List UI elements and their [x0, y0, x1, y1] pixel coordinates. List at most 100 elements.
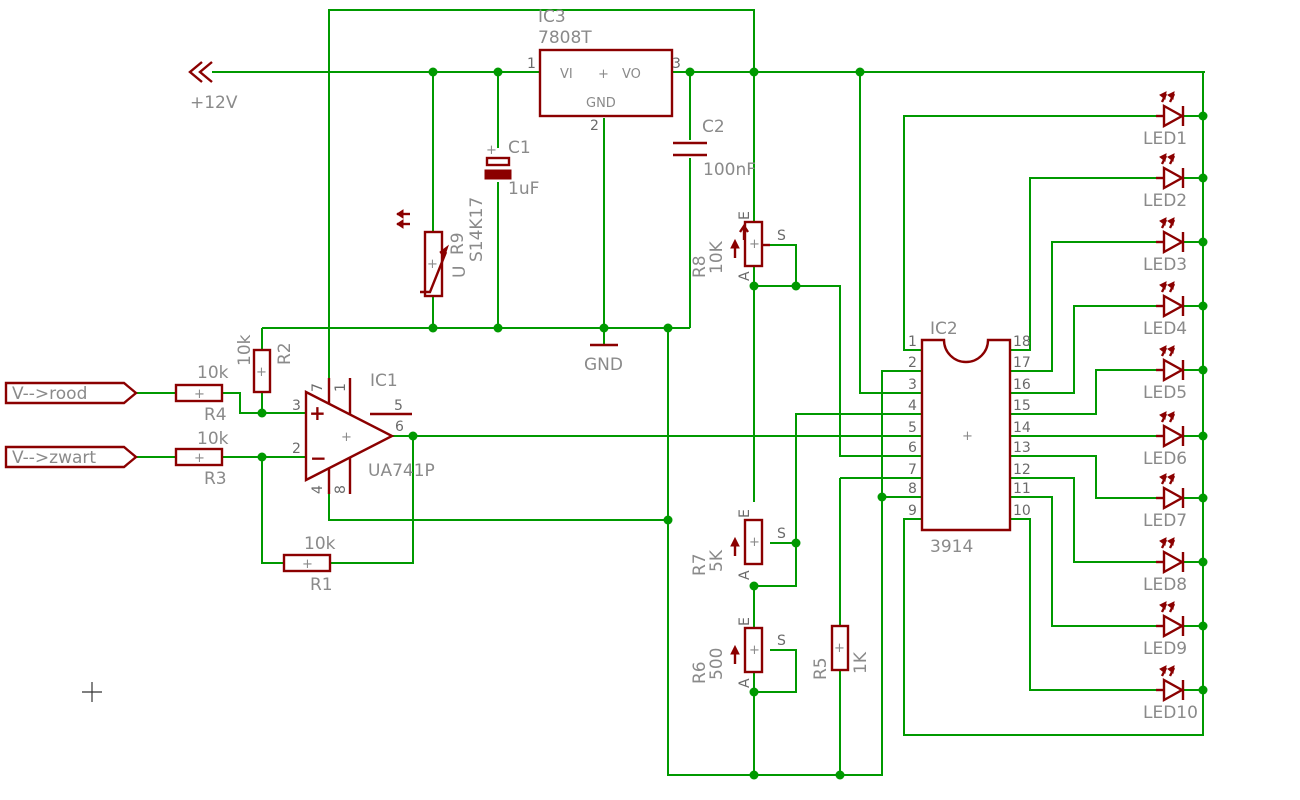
origin-cross — [82, 682, 102, 702]
svg-text:5: 5 — [394, 398, 403, 414]
r8-name: R8 — [690, 255, 710, 278]
svg-text:A: A — [737, 271, 753, 281]
svg-text:E: E — [737, 509, 753, 518]
r3-value: 10k — [197, 429, 229, 449]
r6-value: 500 — [707, 648, 727, 680]
svg-text:8: 8 — [333, 485, 349, 494]
svg-text:+: + — [194, 387, 205, 402]
r9-plus: + — [427, 257, 438, 272]
r7-trimpot: R7 5K A E S + — [690, 509, 786, 580]
r5-resistor: + R5 1K — [811, 624, 871, 680]
ic2-pin-label: 13 — [1013, 440, 1031, 456]
ic2-pin-label: 17 — [1013, 355, 1031, 371]
c2-name: C2 — [702, 117, 725, 137]
svg-text:2: 2 — [292, 441, 301, 457]
ground-symbol: GND — [584, 343, 623, 375]
led: LED10 — [1143, 665, 1198, 723]
led: LED1 — [1143, 91, 1187, 149]
led: LED3 — [1143, 217, 1187, 275]
svg-text:+: + — [749, 643, 760, 658]
input-rood-label: V-->rood — [12, 384, 87, 404]
led-label: LED8 — [1143, 575, 1187, 595]
c2-capacitor: C2 100nF — [673, 117, 756, 180]
svg-text:+: + — [749, 535, 760, 550]
led: LED5 — [1143, 345, 1187, 403]
ic2-pin-label: 1 — [908, 334, 917, 350]
svg-text:+: + — [962, 429, 973, 444]
r8-trimpot: R8 10K A E S + — [690, 211, 786, 281]
ic2-pin-label: 9 — [908, 503, 917, 519]
svg-text:3: 3 — [292, 398, 301, 414]
wires — [136, 9, 1205, 776]
ic1-value: UA741P — [368, 461, 435, 481]
led-label: LED9 — [1143, 639, 1187, 659]
r6-name: R6 — [690, 661, 710, 684]
r3-name: R3 — [204, 469, 227, 489]
ic3-name: IC3 — [538, 7, 566, 27]
input-zwart: V-->zwart — [4, 445, 138, 469]
c2-value: 100nF — [703, 160, 756, 180]
ic2-pin-label: 7 — [908, 462, 917, 478]
r1-value: 10k — [304, 534, 336, 554]
ic2-pin-label: 16 — [1013, 377, 1031, 393]
led: LED9 — [1143, 601, 1187, 659]
r7-value: 5K — [707, 549, 727, 572]
ic2-name: IC2 — [930, 319, 958, 339]
r2-resistor: + 10k R2 — [235, 334, 295, 394]
r2-name: R2 — [275, 342, 295, 365]
ic3-vo: VO — [622, 67, 641, 82]
r9-mark: U — [450, 266, 470, 278]
supply-12v: +12V — [188, 61, 238, 113]
r6-trimpot: R6 500 A E S + — [690, 617, 786, 688]
r4-value: 10k — [197, 363, 229, 383]
led: LED7 — [1143, 473, 1187, 531]
svg-text:+: + — [749, 237, 760, 252]
svg-text:+: + — [302, 557, 313, 572]
led-label: LED5 — [1143, 383, 1187, 403]
ic1-plus-sign: + — [309, 401, 326, 425]
r9-varistor: + R9 S14K17 U — [396, 197, 487, 298]
ic2-pin-label: 6 — [908, 440, 917, 456]
svg-text:7: 7 — [310, 383, 326, 392]
ic2-pin-label: 8 — [908, 481, 917, 497]
supply-label: +12V — [190, 93, 238, 113]
r1-resistor: + 10k R1 — [282, 534, 336, 595]
c1-value: 1uF — [508, 179, 539, 199]
ic2-pin-label: 2 — [908, 355, 917, 371]
led-label: LED2 — [1143, 191, 1187, 211]
svg-text:E: E — [737, 617, 753, 626]
svg-text:S: S — [777, 526, 786, 542]
svg-text:1: 1 — [333, 383, 349, 392]
c1-plus-mark: + — [486, 143, 497, 158]
svg-text:4: 4 — [310, 485, 326, 494]
ic3-plus: + — [598, 67, 609, 82]
ic2-pin-label: 10 — [1013, 503, 1031, 519]
c1-capacitor: + C1 1uF — [484, 138, 539, 199]
r5-name: R5 — [811, 657, 831, 680]
r3-resistor: + 10k R3 — [174, 429, 229, 489]
led-label: LED7 — [1143, 511, 1187, 531]
ic3-vi: VI — [560, 67, 573, 82]
ic2-pin-label: 12 — [1013, 462, 1031, 478]
led: LED8 — [1143, 537, 1187, 595]
ic3-regulator: IC3 7808T VI + VO GND 1 3 2 — [527, 7, 681, 134]
led-label: LED6 — [1143, 449, 1187, 469]
ic2-pin-label: 18 — [1013, 334, 1031, 350]
ic2-pin-label: 4 — [908, 398, 917, 414]
svg-text:+: + — [194, 451, 205, 466]
led-label: LED4 — [1143, 319, 1187, 339]
r4-resistor: + 10k R4 — [174, 363, 229, 425]
c1-name: C1 — [508, 138, 531, 158]
ic1-name: IC1 — [370, 371, 398, 391]
led-label: LED10 — [1143, 703, 1198, 723]
junctions — [257, 67, 1208, 780]
ic3-pin-in: 1 — [527, 56, 536, 72]
ic1-center: + — [341, 430, 352, 445]
ic2-value: 3914 — [930, 537, 973, 557]
svg-text:A: A — [737, 570, 753, 580]
led: LED2 — [1143, 153, 1187, 211]
ic2-pin-label: 15 — [1013, 398, 1031, 414]
r4-name: R4 — [204, 405, 227, 425]
